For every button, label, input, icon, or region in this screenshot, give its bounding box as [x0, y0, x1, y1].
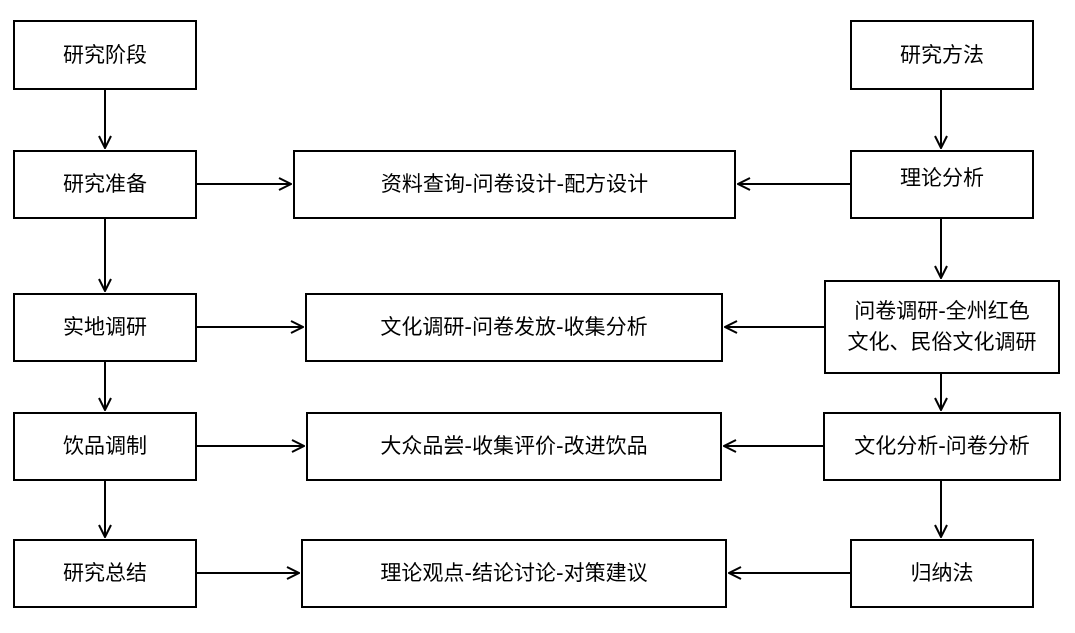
stage-prepare-box: 研究准备	[13, 150, 197, 219]
method-induction-label: 归纳法	[910, 561, 974, 585]
stage-field-label: 实地调研	[63, 315, 147, 339]
activity-drink-box: 大众品尝-收集评价-改进饮品	[306, 412, 722, 481]
method-header-box: 研究方法	[850, 20, 1034, 90]
method-analysis-box: 文化分析-问卷分析	[823, 412, 1061, 481]
stage-summary-label: 研究总结	[63, 561, 147, 585]
method-survey-line1: 问卷调研-全州红色	[854, 299, 1030, 323]
method-theory-label: 理论分析	[900, 166, 984, 190]
method-header-label: 研究方法	[900, 42, 984, 67]
stage-header-label: 研究阶段	[63, 42, 147, 67]
method-theory-box: 理论分析	[850, 150, 1034, 219]
stage-field-box: 实地调研	[13, 293, 197, 362]
method-survey-line2: 文化、民俗文化调研	[847, 330, 1037, 354]
activity-summary-label: 理论观点-结论讨论-对策建议	[380, 561, 648, 585]
activity-prepare-box: 资料查询-问卷设计-配方设计	[293, 150, 736, 219]
activity-field-box: 文化调研-问卷发放-收集分析	[305, 293, 723, 362]
stage-prepare-label: 研究准备	[63, 172, 147, 196]
activity-summary-box: 理论观点-结论讨论-对策建议	[301, 539, 727, 608]
stage-header-box: 研究阶段	[13, 20, 197, 90]
method-survey-box: 问卷调研-全州红色 文化、民俗文化调研	[824, 280, 1060, 374]
stage-drink-box: 饮品调制	[13, 412, 197, 481]
activity-prepare-label: 资料查询-问卷设计-配方设计	[380, 172, 649, 196]
method-analysis-label: 文化分析-问卷分析	[854, 434, 1030, 458]
activity-field-label: 文化调研-问卷发放-收集分析	[380, 315, 648, 339]
stage-drink-label: 饮品调制	[63, 434, 147, 458]
activity-drink-label: 大众品尝-收集评价-改进饮品	[380, 434, 648, 458]
stage-summary-box: 研究总结	[13, 539, 197, 608]
method-induction-box: 归纳法	[850, 539, 1034, 608]
